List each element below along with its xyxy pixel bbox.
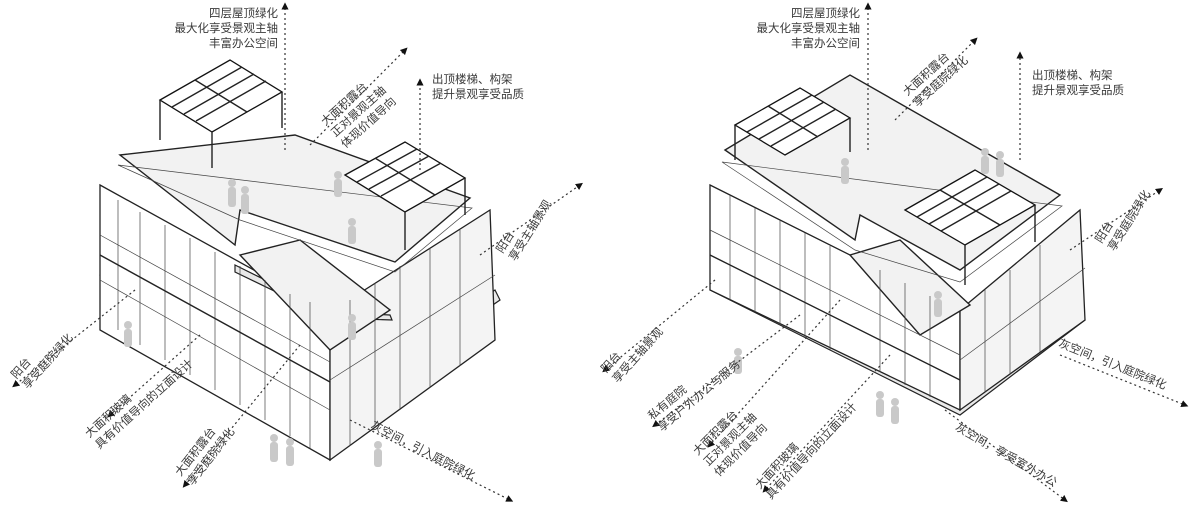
right-label-stair-frame: 出顶楼梯、构架 提升景观享受品质 bbox=[1032, 68, 1124, 98]
left-label-roof-green: 四层屋顶绿化 最大化享受景观主轴 丰富办公空间 bbox=[130, 6, 278, 51]
label-line: 最大化享受景观主轴 bbox=[712, 21, 860, 36]
label-line: 丰富办公空间 bbox=[712, 36, 860, 51]
right-building bbox=[710, 75, 1085, 424]
label-line: 最大化享受景观主轴 bbox=[130, 21, 278, 36]
label-line: 提升景观享受品质 bbox=[432, 87, 524, 102]
label-line: 出顶楼梯、构架 bbox=[1032, 68, 1124, 83]
label-line: 出顶楼梯、构架 bbox=[432, 72, 524, 87]
left-building bbox=[100, 60, 500, 467]
label-line: 提升景观享受品质 bbox=[1032, 83, 1124, 98]
label-line: 丰富办公空间 bbox=[130, 36, 278, 51]
right-label-roof-green: 四层屋顶绿化 最大化享受景观主轴 丰富办公空间 bbox=[712, 6, 860, 51]
left-label-stair-frame: 出顶楼梯、构架 提升景观享受品质 bbox=[432, 72, 524, 102]
label-line: 四层屋顶绿化 bbox=[130, 6, 278, 21]
label-line: 四层屋顶绿化 bbox=[712, 6, 860, 21]
